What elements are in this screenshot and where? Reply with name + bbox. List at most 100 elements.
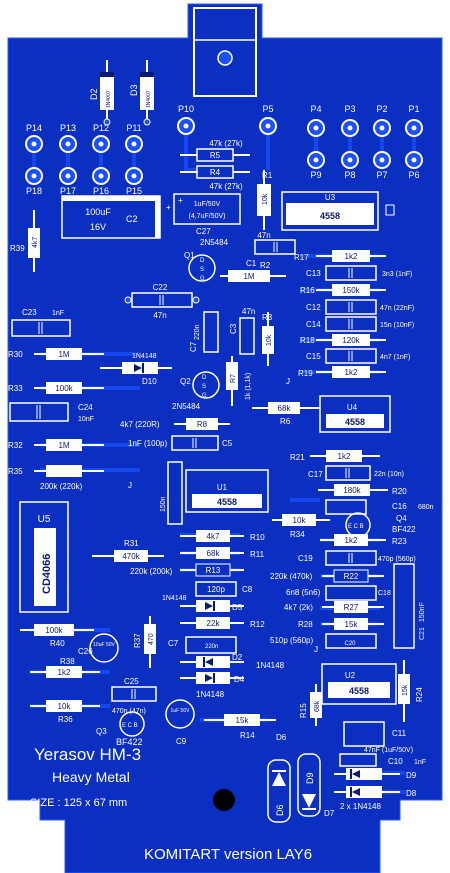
pad-p3[interactable]: P3: [341, 104, 359, 137]
resistor-r21: R21 1k2: [290, 450, 380, 462]
transistor-q1: 2N5484 D S G Q1: [184, 238, 229, 282]
part-label: R34: [290, 530, 305, 539]
diode-label: D2: [232, 653, 243, 662]
title-line1: Yerasov HM-3: [34, 745, 141, 764]
part-label: C12: [306, 303, 321, 312]
part-value: 1uF/50V: [194, 201, 221, 208]
capacitor-c7: C7 220n: [168, 636, 237, 654]
part-label: R21: [290, 453, 305, 462]
part-value: 4k7 (220R): [120, 420, 160, 429]
pad-p10[interactable]: P10: [177, 104, 195, 135]
diode-body: D6: [275, 804, 285, 816]
pad-p17[interactable]: P17: [59, 167, 77, 196]
board-size: SIZE : 125 x 67 mm: [30, 797, 127, 809]
ic-u4: U4 4558: [319, 395, 391, 433]
pad-p13[interactable]: P13: [59, 123, 77, 153]
resistor-r40: 100k R40: [20, 624, 94, 648]
part-label: C14: [306, 320, 321, 329]
part-type: 2N5484: [172, 402, 201, 411]
part-value: 10uF 50V: [93, 642, 115, 648]
svg-text:+: +: [178, 196, 183, 205]
pad-label: P8: [344, 170, 355, 180]
capacitor-c23: C23 1nF: [11, 308, 71, 337]
resistor-r22: 220k (470k) R22: [270, 569, 384, 583]
part-value: 3n3 (1nF): [382, 271, 412, 278]
resistor-r11: 68k R11: [180, 547, 265, 559]
pad-p14[interactable]: P14: [25, 123, 43, 153]
ic-type: 4558: [217, 497, 237, 507]
capacitor-c9: 1uF 50V C9: [165, 699, 195, 746]
mounting-hole: [213, 789, 235, 811]
part-label: R36: [58, 715, 73, 724]
part-label: Q2: [180, 377, 191, 386]
part-value: 4k7: [32, 237, 39, 248]
part-label: C25: [124, 677, 139, 686]
diode-label: D10: [142, 377, 157, 386]
part-label: Q3: [96, 727, 107, 736]
pad-p1[interactable]: P1: [405, 104, 423, 137]
capacitor-c8: 120p C8: [195, 581, 253, 597]
r4-value: 47k (27k): [209, 182, 243, 191]
ic-type: CD4066: [41, 554, 53, 594]
ic-type: 4558: [349, 686, 369, 696]
part-label: C13: [306, 269, 321, 278]
part-label: C20: [344, 641, 356, 647]
diode-label: D6: [276, 733, 287, 742]
diode-label: D8: [406, 789, 417, 798]
pad-p8[interactable]: P8: [341, 151, 359, 180]
part-label: R27: [344, 603, 359, 612]
diode-type: 1N4007: [146, 90, 152, 108]
ic-u5: U5 CD4066: [19, 501, 69, 613]
resistor-r39: 4k7 R39: [10, 210, 40, 272]
pad-p15[interactable]: P15: [125, 167, 143, 196]
part-label: R12: [250, 620, 265, 629]
capacitor-c13: C13 3n3 (1nF): [306, 265, 412, 281]
pad-label: P9: [310, 170, 321, 180]
part-voltage: 16V: [90, 222, 106, 232]
capacitor-c19: C19 470p (560p): [298, 550, 416, 566]
diode-type: 1N4148: [256, 661, 285, 670]
diode-type: 1N4148: [132, 353, 157, 360]
resistor-r1: 10k R1: [257, 170, 273, 230]
diode-type: 2 x 1N4148: [340, 802, 381, 811]
part-value: 1nF (100p): [128, 439, 167, 448]
diode-type: 1N4007: [106, 90, 112, 108]
ic-type: 4558: [320, 211, 340, 221]
part-label: C15: [306, 352, 321, 361]
part-value: 22n (10n): [374, 471, 404, 478]
part-value: 1M: [58, 350, 69, 359]
pad-label: P16: [93, 186, 109, 196]
part-value: 1nF: [52, 310, 64, 317]
part-label: C21: [419, 627, 426, 640]
diode-label: D4: [234, 675, 245, 684]
pad-label: P13: [60, 123, 76, 133]
diode-d9-small: D9: [334, 768, 417, 780]
pad-p7[interactable]: P7: [373, 151, 391, 180]
pad-p12[interactable]: P12: [92, 123, 110, 153]
ic-label: U4: [347, 403, 358, 412]
pad-p16[interactable]: P16: [92, 167, 110, 196]
pad-p6[interactable]: P6: [405, 151, 423, 180]
pad-p9[interactable]: P9: [307, 151, 325, 180]
pad-p4[interactable]: P4: [307, 104, 325, 137]
resistor-r16: R16 150k: [300, 284, 386, 296]
part-type: BF422: [392, 525, 416, 534]
resistor-r6: J 68k R6: [252, 377, 322, 426]
part-label: R20: [392, 487, 407, 496]
part-value: 1k (1,1k): [245, 373, 252, 400]
pad-p2[interactable]: P2: [373, 104, 391, 137]
part-value: 10k: [266, 334, 273, 346]
svg-text:E C B: E C B: [348, 524, 364, 530]
resistor-r10: 4k7 R10: [180, 530, 265, 542]
pad-p11[interactable]: P11: [125, 123, 143, 153]
part-value: 10nF: [78, 416, 94, 423]
pad-group-top: P14 P13 P12 P11 P10 P5 P4 P3: [25, 104, 423, 196]
part-value: 15k: [345, 620, 359, 629]
diode-label: D5: [232, 603, 243, 612]
part-value: 10k: [262, 193, 269, 205]
diode-d3: 1N4007 D3: [129, 60, 154, 126]
diode-d2-bottom: D2 1N4148: [180, 653, 285, 670]
pad-p5[interactable]: P5: [259, 104, 277, 135]
pad-p18[interactable]: P18: [25, 167, 43, 196]
